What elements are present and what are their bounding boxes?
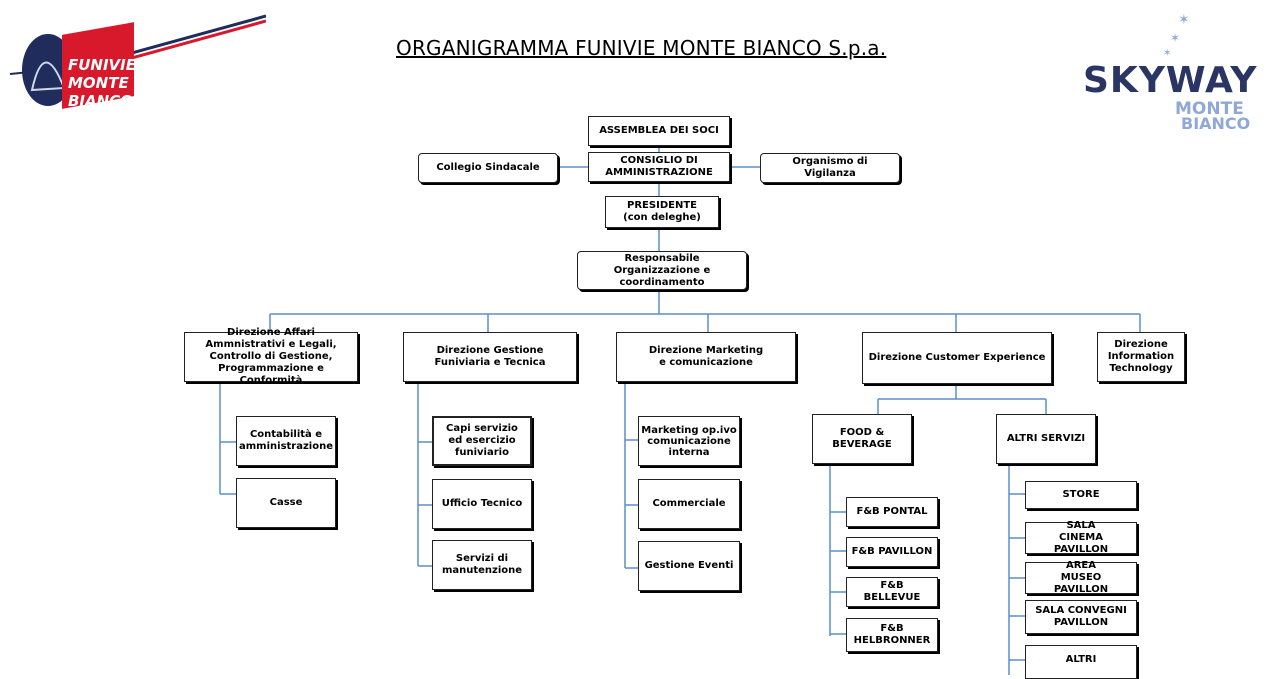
servizi-manutenzione-box: Servizi di manutenzione <box>432 540 532 590</box>
ufficio-tecnico-box: Ufficio Tecnico <box>432 479 532 529</box>
direzione-affari-box: Direzione Affari Ammnistrativi e Legali,… <box>184 327 358 386</box>
sala-convegni-box: SALA CONVEGNI PAVILLON <box>1025 600 1137 634</box>
store-box: STORE <box>1025 481 1137 509</box>
page-title: ORGANIGRAMMA FUNIVIE MONTE BIANCO S.p.a. <box>396 36 887 60</box>
logo-left-line3: BIANCO <box>68 92 133 110</box>
direzione-it-box: Direzione Information Technology <box>1097 332 1185 382</box>
altri-servizi-box: ALTRI SERVIZI <box>996 414 1096 464</box>
direzione-customer-box: Direzione Customer Experience <box>862 332 1052 384</box>
fb-bellevue-box: F&B BELLEVUE <box>846 577 938 607</box>
responsabile-box: Responsabile Organizzazione e coordiname… <box>577 251 747 290</box>
fb-helbronner-box: F&B HELBRONNER <box>846 618 938 652</box>
organismo-box: Organismo di Vigilanza <box>760 153 900 183</box>
commerciale-box: Commerciale <box>638 479 740 529</box>
consiglio-box: CONSIGLIO DI AMMINISTRAZIONE <box>588 152 730 182</box>
fb-pontal-box: F&B PONTAL <box>846 497 938 527</box>
casse-box: Casse <box>236 478 336 528</box>
logo-right-line2: MONTE <box>1175 99 1244 119</box>
presidente-box: PRESIDENTE (con deleghe) <box>605 196 719 228</box>
direzione-funiviaria-box: Direzione Gestione Funiviaria e Tecnica <box>403 332 577 382</box>
food-beverage-box: FOOD & BEVERAGE <box>812 414 912 464</box>
gestione-eventi-box: Gestione Eventi <box>638 541 740 591</box>
star-icon: ✶ <box>1170 31 1180 45</box>
direzione-marketing-box: Direzione Marketing e comunicazione <box>616 332 796 382</box>
funivie-monte-bianco-logo: FUNIVIE MONTE BIANCO <box>10 14 266 110</box>
star-icon: ✶ <box>1178 12 1190 28</box>
area-museo-box: AREA MUSEO PAVILLON <box>1025 560 1137 595</box>
skyway-monte-bianco-logo: ✶ ✶ ✶ SKYWAY MONTE BIANCO <box>1083 12 1257 130</box>
logo-left-line2: MONTE <box>68 74 129 92</box>
contabilita-box: Contabilità e amministrazione <box>236 416 336 466</box>
marketing-operativo-box: Marketing op.ivo comunicazione interna <box>638 416 740 466</box>
assemblea-box: ASSEMBLEA DEI SOCI <box>588 116 730 146</box>
altri-box: ALTRI <box>1025 645 1137 679</box>
collegio-box: Collegio Sindacale <box>418 153 558 183</box>
logo-left-line1: FUNIVIE <box>68 56 137 74</box>
fb-pavillon-box: F&B PAVILLON <box>846 537 938 567</box>
sala-cinema-box: SALA CINEMA PAVILLON <box>1025 520 1137 555</box>
capi-servizio-box: Capi servizio ed esercizio funiviario <box>432 416 532 466</box>
logo-right-line3: BIANCO <box>1181 114 1250 130</box>
star-icon: ✶ <box>1163 48 1171 59</box>
logo-right-line1: SKYWAY <box>1083 60 1257 101</box>
